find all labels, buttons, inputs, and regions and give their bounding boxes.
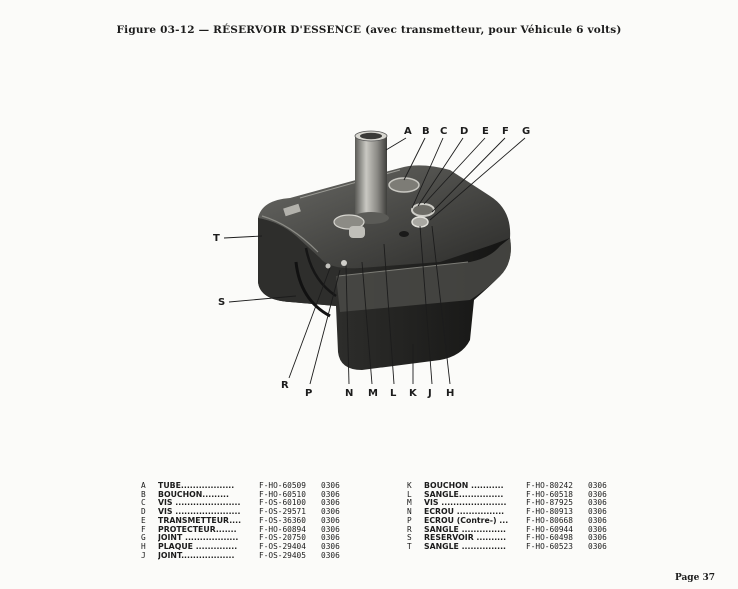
- sender-unit-e: [411, 203, 435, 217]
- callout-label-b: B: [422, 126, 430, 137]
- filler-neck-base: [333, 214, 365, 230]
- callout-label-c: C: [440, 126, 447, 137]
- callout-label-l: L: [390, 388, 397, 399]
- nut-p: [325, 263, 331, 269]
- plate-h: [411, 216, 429, 228]
- filler-tube: [353, 130, 389, 224]
- page-number: Page 37: [674, 573, 715, 583]
- page-title: Figure 03-12 — RÉSERVOIR D'ESSENCE (avec…: [116, 24, 622, 36]
- callout-label-e: E: [482, 126, 489, 137]
- callouts-top: A B C D E F G: [385, 126, 530, 221]
- callouts-bottom: R P N M L K J H: [281, 225, 454, 399]
- cap-cylinder: [349, 226, 365, 238]
- callout-label-j: J: [427, 388, 432, 399]
- callout-label-d: D: [460, 126, 468, 137]
- strap-bracket-t: [283, 203, 301, 217]
- callout-label-k: K: [409, 388, 418, 399]
- callout-label-n: N: [345, 388, 353, 399]
- callout-label-t: T: [213, 233, 220, 244]
- cap-opening-b: [388, 177, 420, 193]
- nut-n: [341, 260, 347, 266]
- callout-label-g: G: [522, 126, 530, 137]
- callout-label-p: P: [305, 388, 312, 399]
- callout-label-s: S: [218, 297, 225, 308]
- callout-label-h: H: [446, 388, 454, 399]
- callout-label-f: F: [502, 126, 509, 137]
- drain-plug: [399, 231, 409, 237]
- callout-label-r: R: [281, 380, 289, 391]
- callout-label-m: M: [368, 388, 378, 399]
- fuel-tank-figure: A B C D E F G T S R P N M L K J H: [213, 126, 530, 399]
- callout-label-a: A: [404, 126, 412, 137]
